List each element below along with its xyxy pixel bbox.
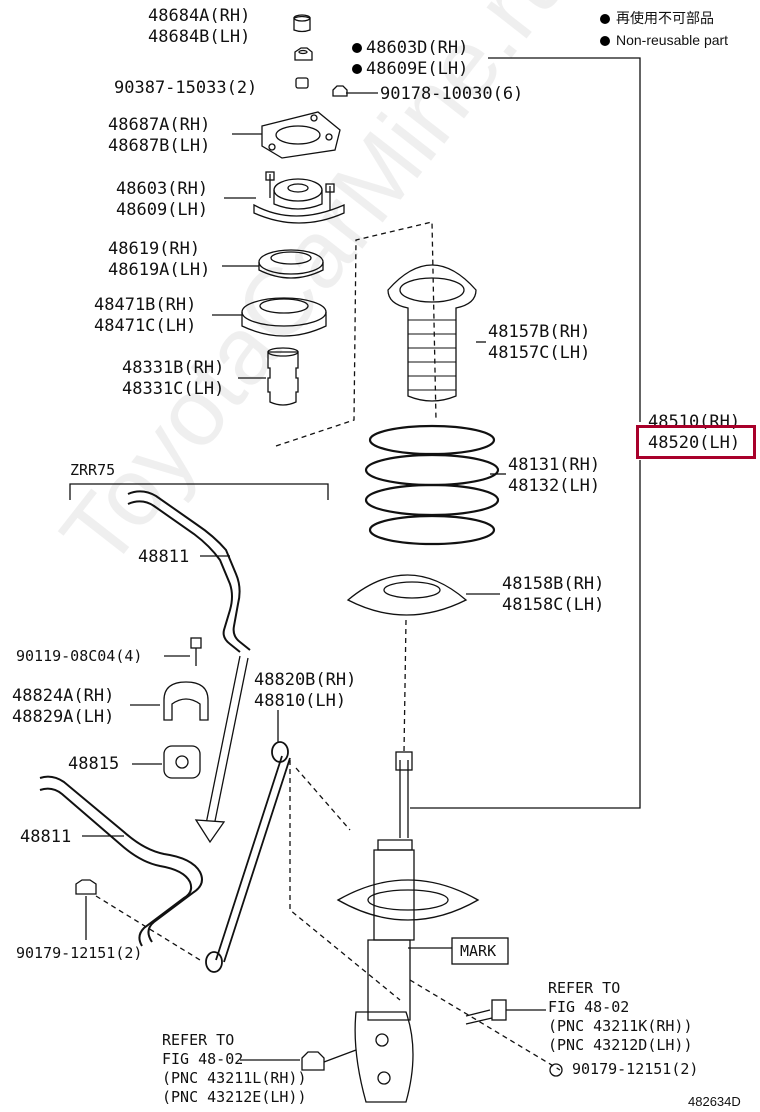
part-48157-boot <box>387 264 477 402</box>
label-48810: 48810(LH) <box>254 691 347 711</box>
label-48609e: 48609E(LH) <box>352 59 468 80</box>
refer-right-line4: (PNC 43212D(LH)) <box>548 1036 693 1054</box>
label-zrr75: ZRR75 <box>70 461 116 479</box>
part-48811-stabilizer-upper <box>127 490 251 653</box>
label-48131: 48131(RH) <box>508 455 601 475</box>
part-48824-bracket <box>163 681 209 721</box>
part-refer-bolt-right <box>465 999 507 1025</box>
refer-left-line1: REFER TO <box>162 1031 235 1049</box>
part-90119-bolt <box>190 637 202 666</box>
label-48331c: 48331C(LH) <box>122 379 225 399</box>
part-48510-strut <box>336 751 480 1103</box>
label-48158c: 48158C(LH) <box>502 595 605 615</box>
refer-left-line3: (PNC 43211L(RH)) <box>162 1069 307 1087</box>
part-90387-bush <box>295 77 309 89</box>
label-48619a: 48619A(LH) <box>108 260 211 280</box>
label-48603d: 48603D(RH) <box>352 38 468 59</box>
part-48158-insulator <box>346 574 468 616</box>
label-48619: 48619(RH) <box>108 239 201 259</box>
label-48687a: 48687A(RH) <box>108 115 211 135</box>
refer-right-line3: (PNC 43211K(RH)) <box>548 1017 693 1035</box>
part-48603d-nut <box>294 47 313 61</box>
part-48131-spring <box>364 424 500 546</box>
part-48619-bearing <box>258 249 324 279</box>
label-48815: 48815 <box>68 754 120 774</box>
label-48471c: 48471C(LH) <box>94 316 197 336</box>
label-48824a: 48824A(RH) <box>12 686 115 706</box>
label-48609: 48609(LH) <box>116 200 209 220</box>
part-48820-link <box>205 741 291 973</box>
arrow-icon <box>194 655 249 844</box>
label-48331b: 48331B(RH) <box>122 358 225 378</box>
refer-right-line2: FIG 48-02 <box>548 998 630 1016</box>
refer-right-line1: REFER TO <box>548 979 621 997</box>
part-48811-stabilizer-lower <box>39 775 203 947</box>
label-48829a: 48829A(LH) <box>12 707 115 727</box>
figure-id: 482634D <box>688 1094 741 1109</box>
label-48811-lower: 48811 <box>20 827 72 847</box>
label-90119: 90119-08C04(4) <box>16 647 143 665</box>
part-48684-cap <box>293 14 311 33</box>
label-48684b: 48684B(LH) <box>148 27 251 47</box>
refer-left-line4: (PNC 43212E(LH)) <box>162 1088 307 1106</box>
part-90178-nut <box>332 85 348 97</box>
part-48471-seat <box>241 297 327 337</box>
label-90387: 90387-15033(2) <box>114 78 258 98</box>
label-90179-right: 90179-12151(2) <box>572 1060 699 1078</box>
legend-jp: 再使用不可部品 <box>600 8 714 28</box>
label-48687b: 48687B(LH) <box>108 136 211 156</box>
label-48157b: 48157B(RH) <box>488 322 591 342</box>
label-90179-left: 90179-12151(2) <box>16 944 143 962</box>
label-48471b: 48471B(RH) <box>94 295 197 315</box>
part-48603-support <box>253 171 345 224</box>
part-refer-nut-left <box>301 1051 325 1071</box>
refer-left-line2: FIG 48-02 <box>162 1050 244 1068</box>
label-48684a: 48684A(RH) <box>148 6 251 26</box>
label-48520: 48520(LH) <box>648 433 741 453</box>
highlight-box <box>636 425 756 459</box>
label-48158b: 48158B(RH) <box>502 574 605 594</box>
part-48815-bushing <box>163 745 201 779</box>
part-90179-nut-right <box>549 1063 563 1077</box>
label-48820b: 48820B(RH) <box>254 670 357 690</box>
part-48331-bumper <box>267 347 299 406</box>
label-90178: 90178-10030(6) <box>380 84 524 104</box>
part-90179-nut-left <box>75 879 97 895</box>
label-mark: MARK <box>460 942 497 960</box>
label-48603: 48603(RH) <box>116 179 209 199</box>
part-48687-plate <box>261 111 341 159</box>
legend-en: Non-reusable part <box>600 30 728 50</box>
label-48811-upper: 48811 <box>138 547 190 567</box>
label-48157c: 48157C(LH) <box>488 343 591 363</box>
label-48132: 48132(LH) <box>508 476 601 496</box>
